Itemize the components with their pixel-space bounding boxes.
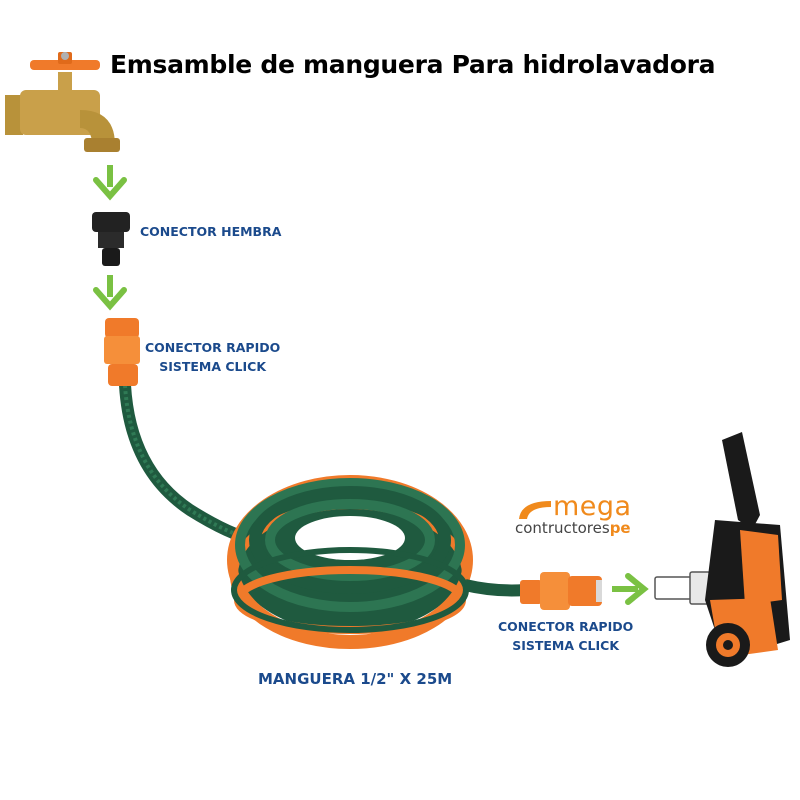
brand-mark-icon xyxy=(519,501,551,519)
brand-sub-text: contructores xyxy=(515,519,610,537)
right-arrow-icon xyxy=(612,573,649,605)
faucet-icon xyxy=(5,52,120,152)
brand-suffix: pe xyxy=(609,519,631,537)
hose-label: MANGUERA 1/2" X 25M xyxy=(258,670,453,688)
quick-connector-right-label: CONECTOR RAPIDO SISTEMA CLICK xyxy=(498,617,633,655)
quick-connector-right-line1: CONECTOR RAPIDO xyxy=(498,619,634,634)
quick-connector-top-label: CONECTOR RAPIDO SISTEMA CLICK xyxy=(145,338,280,376)
pressure-washer-icon xyxy=(654,432,790,667)
brand-subtitle: contructorespe xyxy=(515,519,631,537)
quick-connector-top-line2: SISTEMA CLICK xyxy=(159,359,267,374)
hose-reel-icon xyxy=(227,475,473,649)
diagram-title: Emsamble de manguera Para hidrolavadora xyxy=(110,50,716,79)
brand-name: mega xyxy=(553,491,632,522)
quick-connector-icon xyxy=(520,572,602,610)
quick-connector-top-line1: CONECTOR RAPIDO xyxy=(145,340,281,355)
quick-connector-right-line2: SISTEMA CLICK xyxy=(512,638,620,653)
female-connector-label: CONECTOR HEMBRA xyxy=(140,224,282,239)
down-arrow-icon xyxy=(93,165,127,201)
quick-connector-icon xyxy=(104,318,140,386)
down-arrow-icon xyxy=(93,275,127,311)
female-connector-icon xyxy=(92,212,130,266)
